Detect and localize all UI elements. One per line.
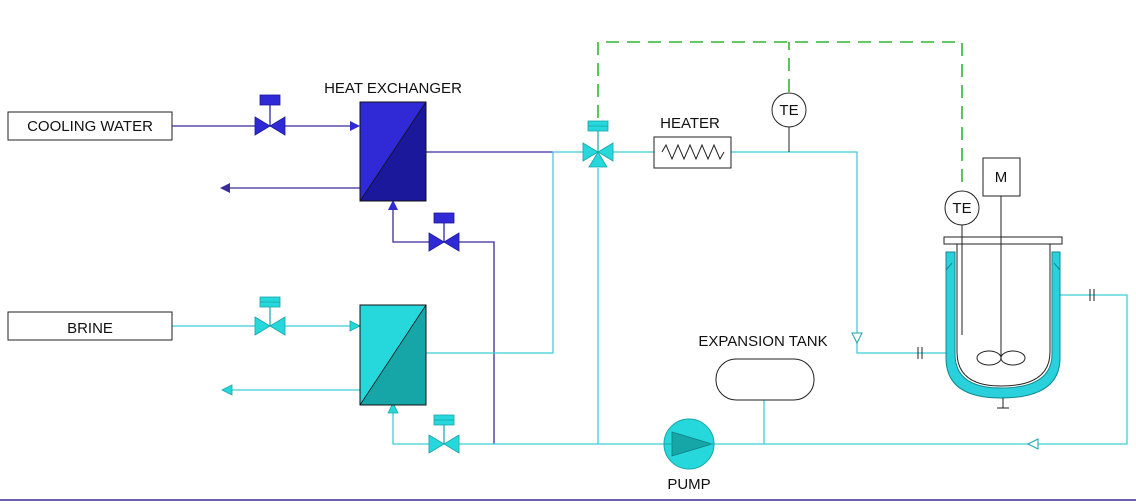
arrow-cooling-return — [220, 183, 230, 193]
te-reactor-label: TE — [952, 200, 971, 217]
arrow-hx-bypass-up — [388, 200, 398, 210]
reactor-jacket — [945, 251, 1061, 399]
arrow-exchanger-inlet — [349, 320, 361, 332]
three-way-control-valve[interactable] — [582, 120, 614, 168]
motor-label: M — [995, 169, 1008, 186]
heater-to-reactor-line — [731, 151, 948, 354]
temperature-element-reactor — [944, 190, 980, 226]
expansion-tank: EXPANSION TANK — [698, 333, 828, 401]
te-heater-label: TE — [779, 102, 798, 119]
heater-label: HEATER — [660, 115, 720, 132]
arrow-hx-inlet — [350, 121, 360, 131]
brine-source: BRINE — [7, 311, 173, 341]
heater: HEATER — [653, 115, 732, 169]
expansion-tank-label: EXPANSION TANK — [698, 333, 827, 350]
arrow-exchanger-bypass-up — [387, 402, 399, 414]
temperature-element-heater: TE — [771, 92, 807, 152]
control-valve-brine[interactable] — [254, 296, 286, 336]
control-valve-exchanger-bypass[interactable] — [428, 414, 460, 454]
impeller-blade-left — [976, 350, 1002, 366]
signal-te-to-valve — [597, 41, 963, 190]
control-valve-hx-bypass[interactable] — [428, 212, 460, 252]
flange-marks — [917, 289, 1095, 359]
heater-coil-icon — [661, 143, 725, 161]
brine-heat-exchanger — [359, 304, 427, 406]
pump-label: PUMP — [667, 476, 710, 493]
exchanger-bypass-line — [392, 408, 664, 445]
arrow-reactor-down — [851, 332, 863, 345]
heat-exchanger: HEAT EXCHANGER — [324, 80, 462, 202]
brine-label: BRINE — [67, 320, 113, 337]
pump: PUMP — [663, 418, 715, 493]
cooling-water-label: COOLING WATER — [27, 118, 153, 135]
heat-exchanger-label: HEAT EXCHANGER — [324, 80, 462, 97]
cooling-water-source: COOLING WATER — [7, 111, 173, 141]
control-valve-cooling[interactable] — [254, 94, 286, 136]
reactor-vessel — [956, 244, 1051, 387]
reactor-lid — [943, 236, 1063, 245]
arrow-brine-return — [221, 384, 233, 396]
impeller-blade-right — [1000, 350, 1026, 366]
exchanger-outlet-line — [426, 151, 585, 354]
jacketed-reactor: M TE — [943, 157, 1063, 409]
arrow-return-left — [1026, 438, 1039, 450]
agitator-motor — [982, 157, 1021, 197]
arrowheads — [220, 121, 1039, 450]
control-signal-lines — [597, 41, 963, 190]
